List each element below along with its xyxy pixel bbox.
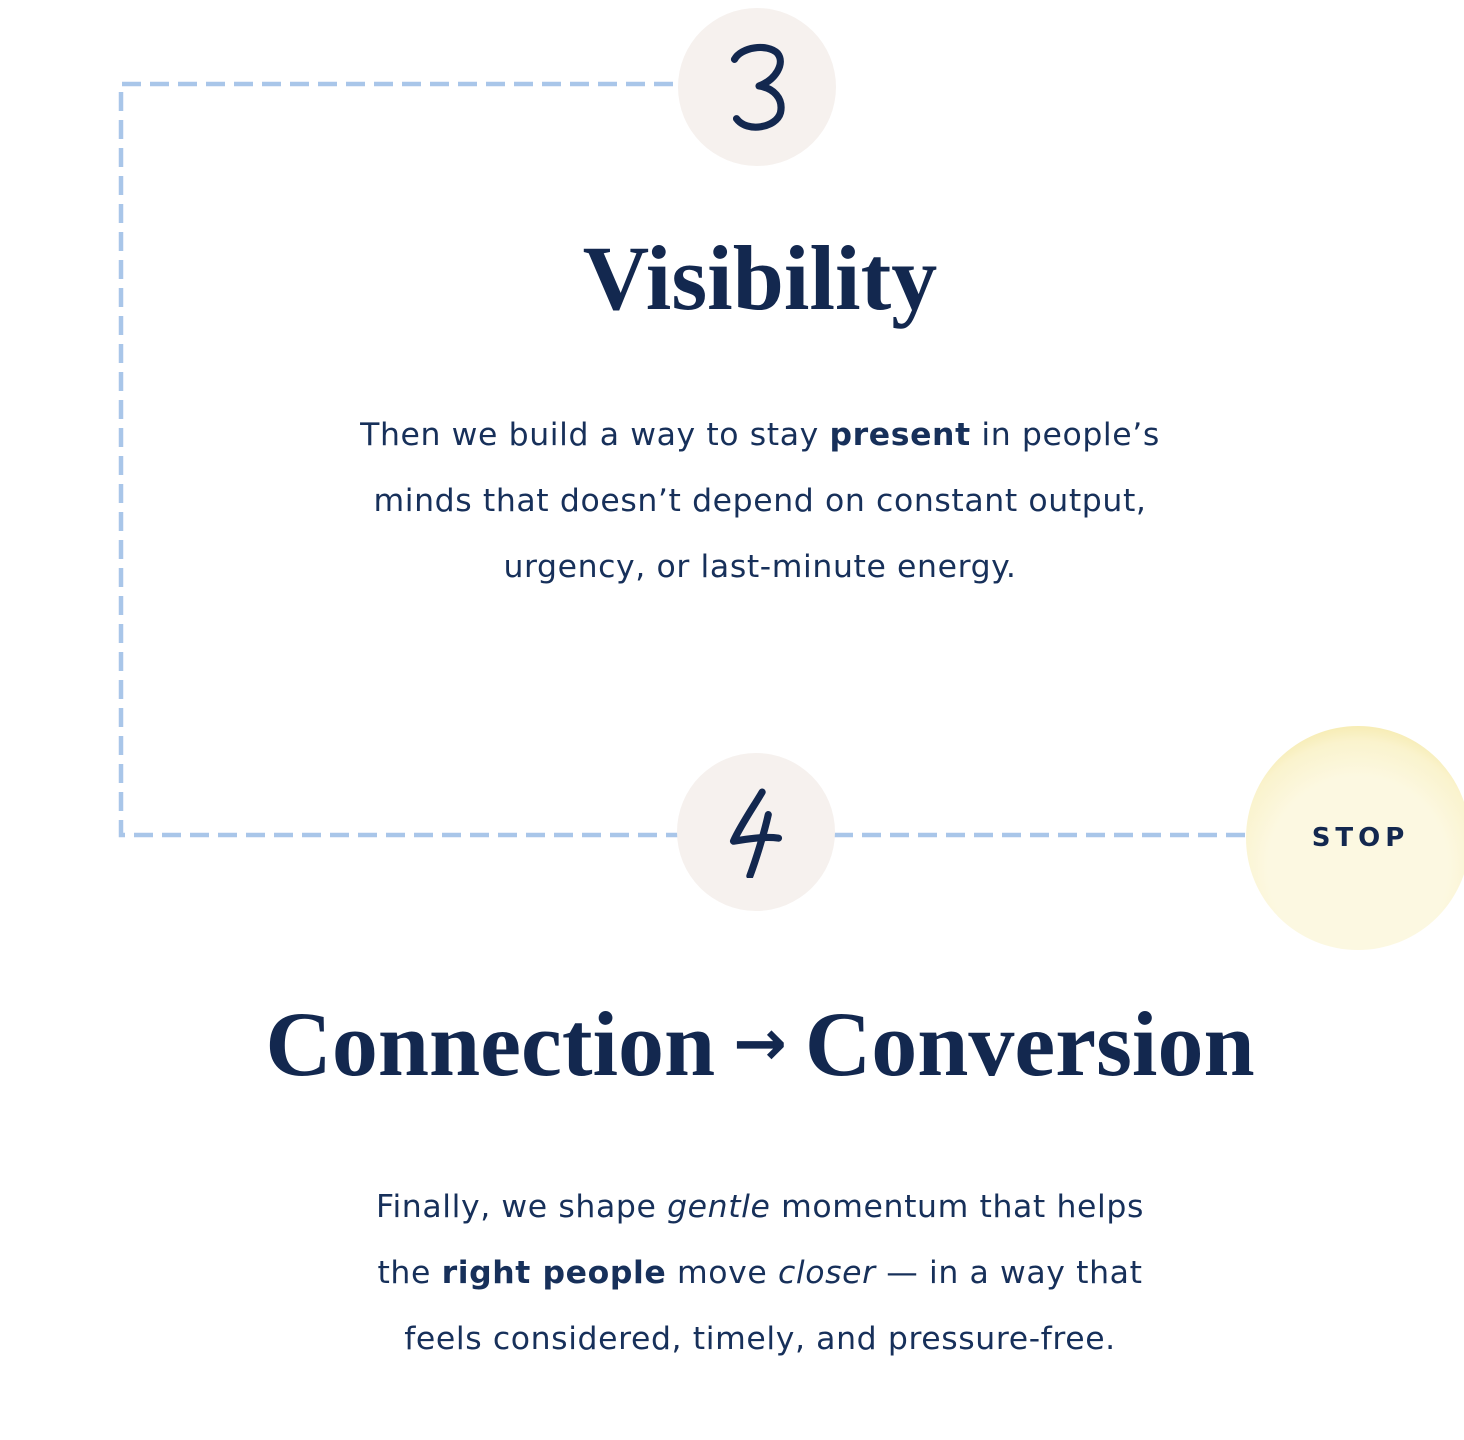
text-segment: in people’s	[970, 417, 1160, 453]
stop-badge-label: STOP	[1311, 823, 1410, 853]
step-3-marker	[678, 8, 836, 166]
title-segment: Conversion	[804, 993, 1255, 1095]
step-4-title: Connection→Conversion	[56, 996, 1464, 1093]
right-arrow-icon: →	[733, 1007, 787, 1081]
text-segment: move	[666, 1255, 778, 1291]
step-4-number-icon	[729, 788, 783, 878]
step-4-description: Finally, we shape gentle momentum that h…	[56, 1174, 1464, 1372]
text-segment: the	[377, 1255, 442, 1291]
text-segment: Finally, we shape	[376, 1189, 668, 1225]
text-line: Then we build a way to stay present in p…	[56, 402, 1464, 468]
text-line: Finally, we shape gentle momentum that h…	[56, 1174, 1464, 1240]
text-line: urgency, or last-minute energy.	[503, 549, 1017, 585]
text-segment: momentum that helps	[770, 1189, 1144, 1225]
text-segment-italic: gentle	[667, 1189, 771, 1225]
step-3-title: Visibility	[582, 227, 938, 329]
text-line: feels considered, timely, and pressure-f…	[404, 1321, 1116, 1357]
stop-badge: STOP	[1246, 726, 1464, 950]
text-segment-italic: closer	[777, 1255, 876, 1291]
title-segment: Connection	[265, 993, 716, 1095]
text-line: the right people move closer — in a way …	[56, 1240, 1464, 1306]
step-3-number-icon	[730, 43, 785, 131]
text-segment-bold: right people	[441, 1255, 667, 1291]
step-4-marker	[677, 753, 835, 911]
text-line: minds that doesn’t depend on constant ou…	[373, 483, 1147, 519]
text-segment: — in a way that	[875, 1255, 1143, 1291]
step-3-description: Then we build a way to stay present in p…	[56, 402, 1464, 600]
text-segment: Then we build a way to stay	[360, 417, 830, 453]
text-segment-bold: present	[829, 417, 971, 453]
